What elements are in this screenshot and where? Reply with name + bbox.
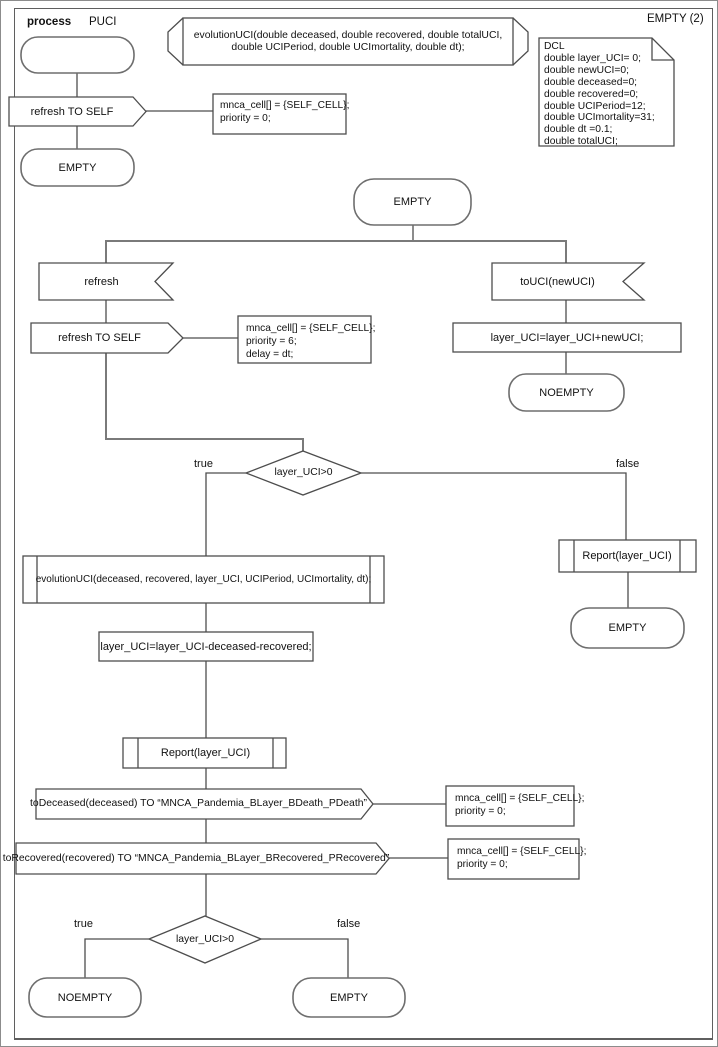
dcl-line: double newUCI=0; <box>544 64 630 76</box>
input-touci[interactable]: toUCI(newUCI) <box>520 275 595 288</box>
send-shape-refresh-top <box>8 96 147 127</box>
comment-shape-4 <box>447 838 580 880</box>
comment-line: delay = dt; <box>246 349 294 360</box>
dcl-note-fold <box>651 38 674 61</box>
decision1-true-label: true <box>194 458 213 470</box>
send-shape-todeceased <box>35 788 374 820</box>
proc-shape-evolution-bars <box>36 556 371 603</box>
dcl-declaration-block[interactable]: DCL double layer_UCI= 0; double newUCI=0… <box>544 41 655 148</box>
decision1-false-label: false <box>616 458 640 470</box>
state-noempty-right[interactable]: NOEMPTY <box>539 386 594 399</box>
state-shape-empty-main <box>353 178 472 226</box>
decision2-true-label: true <box>74 918 93 930</box>
signature-text-symbol[interactable]: evolutionUCI(double deceased, double rec… <box>185 20 511 63</box>
input-shape-touci <box>491 262 646 301</box>
comment-mnca-priority0-top[interactable]: mnca_cell[] = {SELF_CELL}; priority = 0; <box>215 95 354 129</box>
dcl-line: double UCImortality=31; <box>544 112 655 124</box>
connector-branch-split <box>105 240 567 263</box>
page-label: EMPTY (2) <box>647 13 704 25</box>
dcl-line: double recovered=0; <box>544 88 639 100</box>
signature-shape-left-cap <box>167 17 184 66</box>
state-shape-noempty-2 <box>28 977 142 1018</box>
state-empty-right[interactable]: EMPTY <box>608 622 647 634</box>
comment-mnca-priority0-deceased[interactable]: mnca_cell[] = {SELF_CELL}; priority = 0; <box>450 788 589 822</box>
comment-line: priority = 6; <box>246 336 297 347</box>
task-layer-add[interactable]: layer_UCI=layer_UCI+newUCI; <box>490 331 644 344</box>
proc-report-left[interactable]: Report(layer_UCI) <box>160 747 251 759</box>
decision2-false-label: false <box>337 918 361 930</box>
decision-shape-1 <box>244 450 363 496</box>
proc-shape-evolution <box>22 555 385 604</box>
task-layer-sub[interactable]: layer_UCI=layer_UCI-deceased-recovered; <box>100 640 312 653</box>
comment-line: priority = 0; <box>455 806 506 817</box>
proc-call-evolutionuci[interactable]: evolutionUCI(deceased, recovered, layer_… <box>35 573 372 585</box>
state-empty-bottom[interactable]: EMPTY <box>330 991 368 1004</box>
send-refresh-top[interactable]: refresh TO SELF <box>30 105 114 118</box>
comment-shape-1 <box>212 93 347 135</box>
state-empty-top[interactable]: EMPTY <box>58 161 97 174</box>
signature-shape-body <box>182 17 514 66</box>
dcl-line: double layer_UCI= 0; <box>544 52 642 64</box>
signature-line1: evolutionUCI(double deceased, double rec… <box>193 29 503 41</box>
input-shape-refresh <box>38 262 175 301</box>
decision-layer-uci-1[interactable]: layer_UCI>0 <box>274 467 333 478</box>
proc-report-right[interactable]: Report(layer_UCI) <box>582 550 672 562</box>
comment-line: mnca_cell[] = {SELF_CELL}; <box>457 846 587 857</box>
proc-shape-report-right-bars <box>573 540 681 572</box>
comment-line: priority = 0; <box>457 859 508 870</box>
send-shape-torecovered <box>15 842 390 875</box>
connector-to-decision1 <box>105 353 304 451</box>
dcl-line: DCL <box>544 41 565 52</box>
comment-mnca-priority0-recovered[interactable]: mnca_cell[] = {SELF_CELL}; priority = 0; <box>452 841 591 875</box>
state-empty-main[interactable]: EMPTY <box>393 196 432 208</box>
dcl-line: double totalUCI; <box>544 136 618 148</box>
comment-line: mnca_cell[] = {SELF_CELL}; <box>246 323 376 334</box>
dcl-note-shape <box>538 37 675 147</box>
signature-shape-right-cap <box>512 17 529 66</box>
task-shape-add <box>452 322 682 353</box>
send-torecovered[interactable]: toRecovered(recovered) TO “MNCA_Pandemia… <box>2 852 390 864</box>
dcl-line: double deceased=0; <box>544 76 638 88</box>
task-shape-sub <box>98 631 314 662</box>
state-shape-empty-1 <box>20 148 135 187</box>
comment-mnca-priority6[interactable]: mnca_cell[] = {SELF_CELL}; priority = 6;… <box>241 318 380 365</box>
send-todeceased[interactable]: toDeceased(deceased) TO “MNCA_Pandemia_B… <box>30 798 367 809</box>
start-state-shape <box>20 36 135 74</box>
connector-decision1-false <box>361 472 627 540</box>
connector-decision1-true <box>205 472 246 556</box>
comment-line: priority = 0; <box>220 113 271 124</box>
send-refresh-self[interactable]: refresh TO SELF <box>58 332 141 344</box>
connector-decision2-false <box>261 938 349 978</box>
state-shape-noempty-1 <box>508 373 625 412</box>
state-shape-empty-3 <box>292 977 406 1018</box>
proc-shape-report-right <box>558 539 697 573</box>
proc-shape-report-left <box>122 737 287 769</box>
send-shape-refresh-2 <box>30 322 184 354</box>
process-kind-label: process <box>27 16 72 28</box>
decision-shape-2 <box>147 915 263 964</box>
connector-decision2-true <box>84 938 149 978</box>
state-shape-empty-right <box>570 607 685 649</box>
comment-shape-3 <box>445 785 575 827</box>
decision-layer-uci-2[interactable]: layer_UCI>0 <box>175 933 235 945</box>
process-frame <box>14 8 713 1040</box>
comment-line: mnca_cell[] = {SELF_CELL}; <box>220 100 350 111</box>
start-state[interactable] <box>21 37 134 73</box>
comment-line: mnca_cell[] = {SELF_CELL}; <box>455 793 585 804</box>
dcl-line: double UCIPeriod=12; <box>544 100 646 112</box>
process-name: PUCI <box>89 16 117 28</box>
input-refresh[interactable]: refresh <box>84 275 119 288</box>
comment-shape-2 <box>237 315 372 364</box>
dcl-line: double dt =0.1; <box>544 124 613 136</box>
state-noempty-bottom[interactable]: NOEMPTY <box>57 991 113 1004</box>
proc-shape-report-left-bars <box>137 738 274 768</box>
signature-line2: double UCIPeriod, double UCImortality, d… <box>231 41 465 53</box>
